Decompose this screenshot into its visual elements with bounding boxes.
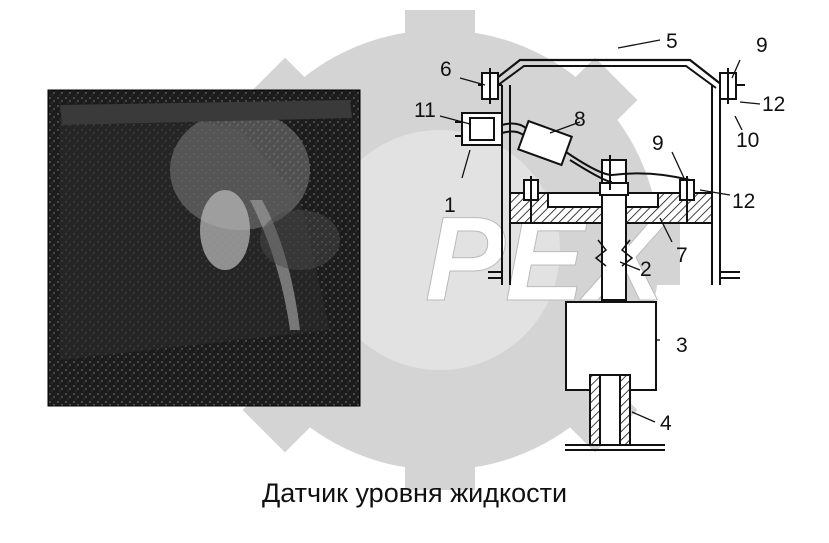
callout-4: 4 <box>660 412 672 435</box>
sensor-photo <box>47 89 361 407</box>
callout-7: 7 <box>676 244 688 267</box>
callout-9-top: 9 <box>756 34 768 57</box>
callout-8: 8 <box>574 108 586 131</box>
figure-caption: Датчик уровня жидкости <box>261 478 568 508</box>
callout-2: 2 <box>640 258 652 281</box>
sensor-technical-drawing <box>455 58 745 451</box>
callout-6: 6 <box>440 58 452 81</box>
leader-lines <box>439 39 761 423</box>
callout-12-mid: 12 <box>732 190 755 213</box>
callout-labels: 5 6 9 12 10 11 8 1 9 12 7 2 3 4 <box>414 30 785 435</box>
callout-10: 10 <box>736 129 759 152</box>
callout-12-top: 12 <box>762 93 785 116</box>
callout-5: 5 <box>666 30 678 53</box>
callout-1: 1 <box>444 194 456 217</box>
callout-9-mid: 9 <box>652 132 664 155</box>
callout-3: 3 <box>676 334 688 357</box>
callout-11: 11 <box>414 99 436 122</box>
